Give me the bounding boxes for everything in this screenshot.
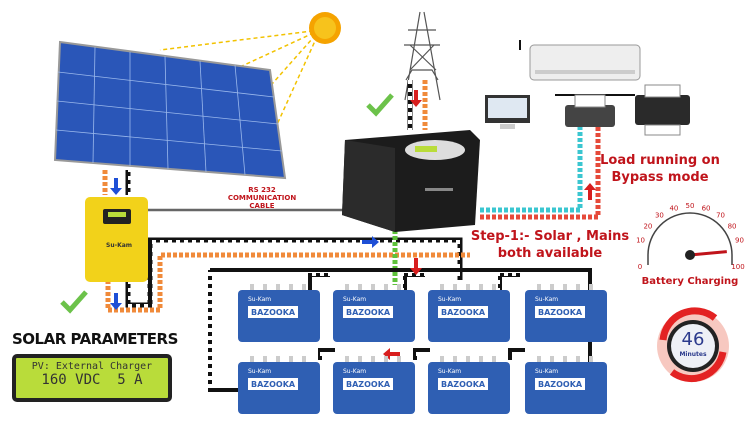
charge-controller: Su-Kam [85,197,148,282]
load-bypass-label: Load running on Bypass mode [600,153,720,185]
battery-model: BAZOOKA [346,380,391,389]
step-label: Step-1:- Solar , Mains both available [470,229,630,261]
gauge-tick-label: 10 [636,237,645,245]
gauge-title: Battery Charging [641,276,739,287]
gauge-tick-label: 100 [731,263,744,271]
gauge-tick-label: 0 [638,263,642,271]
timer-unit: Minutes [679,351,707,358]
battery-brand: Su-Kam [343,368,366,375]
battery-model: BAZOOKA [538,380,583,389]
sun-icon [309,12,341,44]
gauge-tick-label: 80 [728,223,737,231]
cables [102,40,635,392]
timer-icon [657,307,729,383]
solar-parameters-title: SOLAR PARAMETERS [12,330,178,348]
printer-icon [635,84,690,136]
battery-model: BAZOOKA [441,308,486,317]
battery-brand: Su-Kam [248,296,271,303]
gauge-tick-label: 50 [686,202,695,210]
battery-model: BAZOOKA [251,308,296,317]
battery-brand: Su-Kam [343,296,366,303]
battery-brand: Su-Kam [535,296,558,303]
controller-brand: Su-Kam [106,242,132,249]
battery-model: BAZOOKA [441,380,486,389]
flow-arrows [110,90,596,360]
gauge-tick-label: 20 [643,223,652,231]
gauge-tick-label: 90 [735,237,744,245]
battery-brand: Su-Kam [535,368,558,375]
inverter [342,130,480,232]
fax-machine-icon [565,94,615,127]
battery-brand: Su-Kam [248,368,271,375]
lcd-display: PV: External Charger 160 VDC 5 A [12,354,172,402]
rs232-label: RS 232 COMMUNICATION CABLE [227,186,297,210]
gauge-tick-label: 70 [716,212,725,220]
monitor-icon [485,95,530,129]
gauge-tick-label: 30 [655,212,664,220]
battery-model: BAZOOKA [346,308,391,317]
check-icon [366,93,394,117]
lcd-line-2: 160 VDC 5 A [41,372,143,388]
gauge-needle [689,250,727,257]
timer-value: 46 [681,329,705,350]
battery-bank: Su-KamBAZOOKASu-KamBAZOOKASu-KamBAZOOKAS… [238,284,607,414]
gauge-tick-label: 40 [669,204,678,212]
air-conditioner-icon [529,44,641,81]
battery-model: BAZOOKA [251,380,296,389]
power-tower-icon [404,11,441,101]
battery-brand: Su-Kam [438,296,461,303]
lcd-line-1: PV: External Charger [31,361,153,372]
solar-panel [53,40,287,180]
gauge-tick-label: 60 [702,204,711,212]
battery-model: BAZOOKA [538,308,583,317]
check-icon [60,290,88,314]
battery-brand: Su-Kam [438,368,461,375]
